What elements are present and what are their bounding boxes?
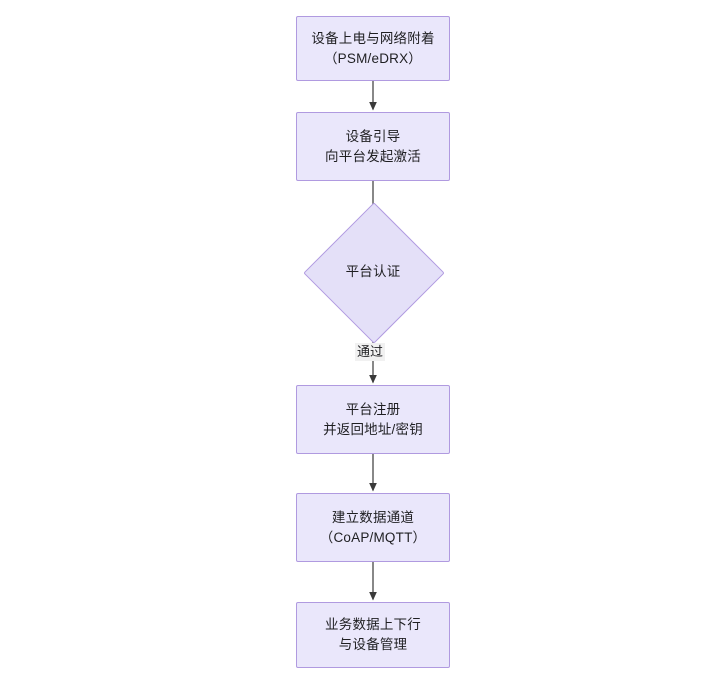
edge-label-pass: 通过	[355, 343, 386, 361]
node-business-data[interactable]: 业务数据上下行 与设备管理	[296, 602, 450, 668]
node-data-channel[interactable]: 建立数据通道 （CoAP/MQTT）	[296, 493, 450, 562]
node-label: 建立数据通道 （CoAP/MQTT）	[319, 509, 427, 545]
node-label: 平台注册 并返回地址/密钥	[323, 401, 423, 437]
node-label: 设备上电与网络附着 （PSM/eDRX）	[311, 30, 435, 66]
node-platform-register[interactable]: 平台注册 并返回地址/密钥	[296, 385, 450, 454]
node-device-bootstrap[interactable]: 设备引导 向平台发起激活	[296, 112, 450, 181]
node-label: 平台认证	[345, 264, 401, 279]
node-label: 业务数据上下行 与设备管理	[325, 617, 421, 652]
node-platform-auth[interactable]: 平台认证	[303, 202, 445, 344]
node-device-power-on[interactable]: 设备上电与网络附着 （PSM/eDRX）	[296, 16, 450, 81]
node-label: 设备引导 向平台发起激活	[325, 128, 421, 164]
